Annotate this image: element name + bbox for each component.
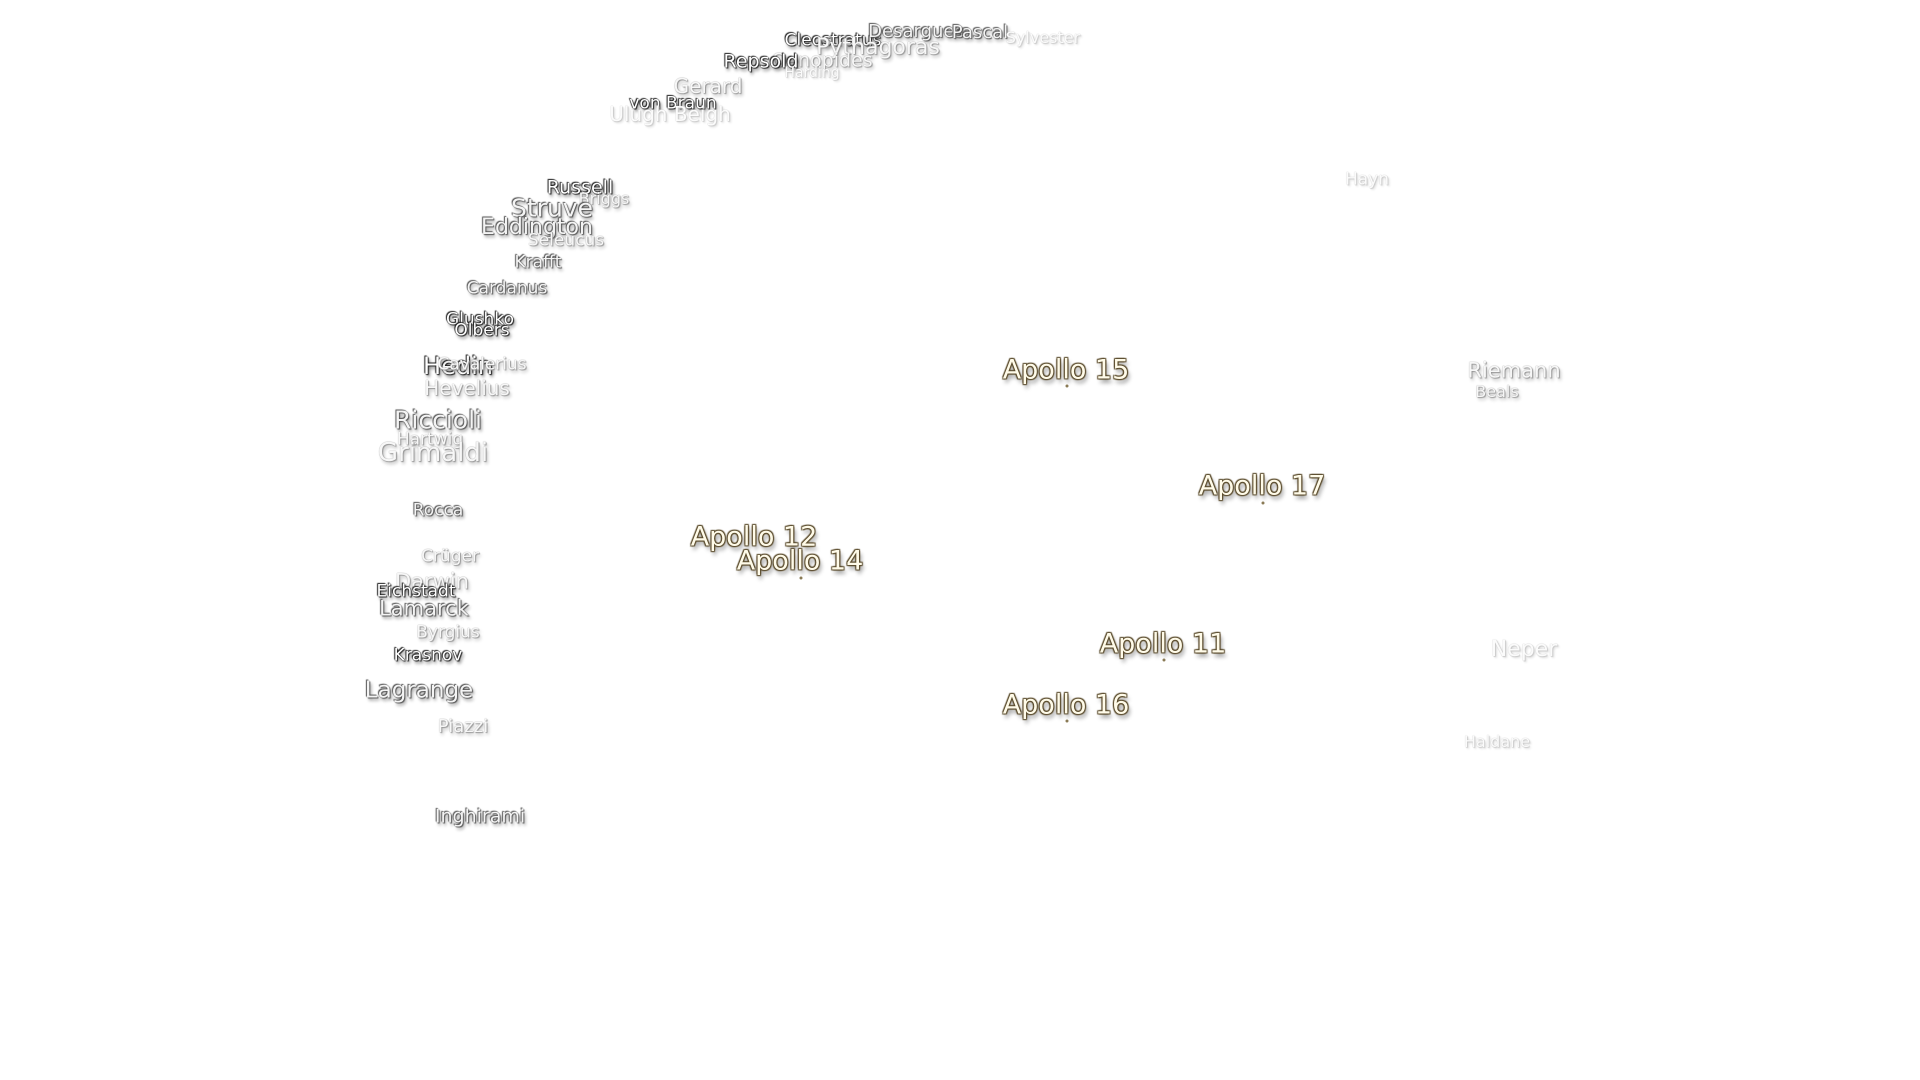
crater-label-cruger: Crüger xyxy=(421,546,479,567)
crater-label-gerard: Gerard xyxy=(673,74,743,98)
crater-label-von-braun: von Braun xyxy=(629,93,717,114)
crater-label-darwin: Darwin xyxy=(395,569,469,594)
landing-site-apollo-14[interactable]: Apollo 14 xyxy=(736,545,864,577)
crater-label-eddington: Eddington xyxy=(481,215,593,240)
crater-label-repsold: Repsold xyxy=(723,50,799,73)
landing-site-marker-apollo-15 xyxy=(1065,384,1069,388)
landing-site-marker-apollo-11 xyxy=(1162,658,1166,662)
crater-label-byrgius: Byrgius xyxy=(416,622,480,643)
crater-label-lagrange: Lagrange xyxy=(364,677,474,704)
crater-label-beals: Beals xyxy=(1475,382,1519,401)
crater-label-sylvester: Sylvester xyxy=(1005,28,1081,47)
crater-label-russell: Russell xyxy=(546,176,614,199)
crater-label-cavalerius: Cavalerius xyxy=(437,354,527,375)
crater-label-harding: Harding xyxy=(784,65,840,81)
crater-label-inghirami: Inghirami xyxy=(434,805,526,828)
crater-label-glushko: Glushko xyxy=(446,309,514,330)
crater-label-hartwig: Hartwig xyxy=(396,429,464,450)
landing-site-apollo-12[interactable]: Apollo 12 xyxy=(690,521,818,553)
landing-site-apollo-16[interactable]: Apollo 16 xyxy=(1002,689,1130,721)
landing-site-marker-apollo-17 xyxy=(1261,501,1265,505)
crater-label-rocca: Rocca xyxy=(412,500,464,521)
landing-site-apollo-15[interactable]: Apollo 15 xyxy=(1002,354,1130,386)
landing-site-marker-apollo-14 xyxy=(799,576,803,580)
crater-label-krasnov: Krasnov xyxy=(393,645,463,666)
crater-label-piazzi: Piazzi xyxy=(437,716,489,737)
crater-label-lamarck: Lamarck xyxy=(379,596,469,621)
crater-label-pascal: Pascal xyxy=(951,22,1009,43)
crater-label-seleucus: Seleucus xyxy=(527,230,605,251)
crater-label-cleostratus: Cleostratus xyxy=(784,30,882,51)
crater-label-briggs: Briggs xyxy=(578,189,630,208)
crater-label-hayn: Hayn xyxy=(1344,169,1390,190)
crater-label-oenopides: Oenopides xyxy=(771,49,873,72)
crater-label-riemann: Riemann xyxy=(1467,358,1561,383)
crater-label-pythagoras: Pythagoras xyxy=(816,35,940,60)
crater-label-cardanus: Cardanus xyxy=(466,278,548,299)
crater-label-desargues: Desargues xyxy=(868,21,964,42)
crater-label-olbers: Olbers xyxy=(454,320,510,341)
crater-label-eichstadt: Eichstadt xyxy=(376,581,456,602)
crater-label-riccioli: Riccioli xyxy=(394,405,482,435)
crater-label-ulugh-beigh: Ulugh Beigh xyxy=(609,102,731,126)
crater-label-hedin: Hedin xyxy=(423,352,493,380)
landing-site-apollo-11[interactable]: Apollo 11 xyxy=(1099,628,1227,660)
crater-label-grimaldi: Grimaldi xyxy=(377,438,489,468)
crater-label-neper: Neper xyxy=(1490,637,1558,662)
landing-site-apollo-17[interactable]: Apollo 17 xyxy=(1198,470,1326,502)
crater-label-krafft: Krafft xyxy=(514,252,562,273)
crater-label-struve: Struve xyxy=(511,193,593,223)
landing-site-marker-apollo-16 xyxy=(1065,719,1069,723)
crater-label-haldane: Haldane xyxy=(1463,732,1531,751)
crater-label-hevelius: Hevelius xyxy=(424,376,510,400)
